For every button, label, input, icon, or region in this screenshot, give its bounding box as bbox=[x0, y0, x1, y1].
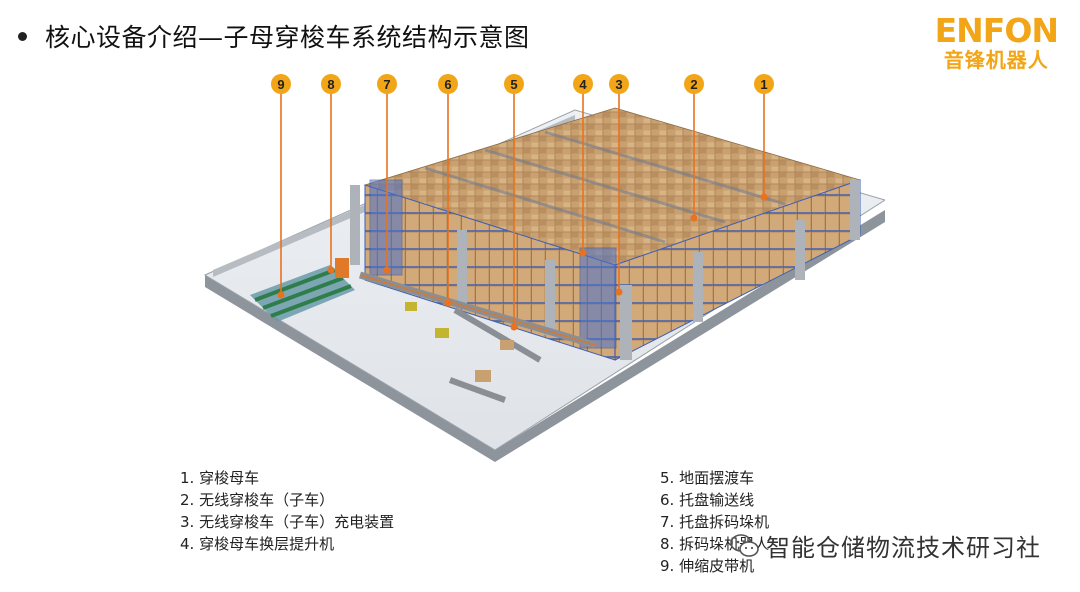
pillar bbox=[620, 285, 632, 360]
logo-english: ENFON bbox=[934, 11, 1059, 50]
lift-tower-right bbox=[579, 247, 617, 349]
brand-logo: ENFON 音锋机器人 bbox=[934, 11, 1059, 73]
forklift bbox=[405, 302, 417, 311]
legend-item: 9. 伸缩皮带机 bbox=[660, 557, 755, 575]
warehouse-svg: 9 8 7 6 5 4 3 2 bbox=[203, 74, 885, 462]
callout-badge-8: 8 bbox=[321, 74, 341, 94]
svg-text:6: 6 bbox=[444, 77, 451, 92]
svg-text:1: 1 bbox=[760, 77, 767, 92]
callout-dots bbox=[277, 193, 768, 331]
bullet-dot bbox=[18, 31, 27, 41]
svg-text:9: 9 bbox=[277, 77, 284, 92]
legend-item: 6. 托盘输送线 bbox=[660, 491, 755, 509]
legend-item: 7. 托盘拆码垛机 bbox=[660, 513, 770, 531]
pallet-load bbox=[475, 370, 491, 382]
watermark: 智能仓储物流技术研习社 bbox=[730, 528, 1041, 563]
rack-aisle bbox=[424, 166, 666, 244]
callout-badge-4: 4 bbox=[573, 74, 593, 94]
lift-tower-left bbox=[369, 179, 403, 276]
pillar bbox=[350, 185, 360, 265]
pillar bbox=[457, 230, 467, 305]
callout-badge-1: 1 bbox=[754, 74, 774, 94]
forklift bbox=[435, 328, 449, 338]
pillar bbox=[850, 180, 860, 240]
callout-badge-7: 7 bbox=[377, 74, 397, 94]
rack-aisle bbox=[484, 148, 726, 224]
pillar bbox=[545, 260, 555, 335]
legend-right: 5. 地面摆渡车 6. 托盘输送线 7. 托盘拆码垛机 8. 拆码垛机器人 9.… bbox=[660, 467, 769, 577]
callout-lines bbox=[280, 92, 765, 327]
belt-line bbox=[254, 268, 336, 302]
belt-line bbox=[270, 284, 352, 318]
svg-text:3: 3 bbox=[615, 77, 622, 92]
logo-chinese: 音锋机器人 bbox=[943, 48, 1049, 72]
svg-text:5: 5 bbox=[510, 77, 517, 92]
callout-badge-6: 6 bbox=[438, 74, 458, 94]
wechat-icon bbox=[730, 533, 759, 557]
legend-item: 3. 无线穿梭车（子车）充电装置 bbox=[180, 513, 395, 531]
warehouse-illustration: 9 8 7 6 5 4 3 2 bbox=[195, 70, 885, 462]
callout-badge-3: 3 bbox=[609, 74, 629, 94]
svg-text:4: 4 bbox=[579, 77, 587, 92]
pallet-load bbox=[500, 340, 514, 350]
pillar bbox=[795, 220, 805, 280]
legend-item: 2. 无线穿梭车（子车） bbox=[180, 491, 335, 509]
callout-badge-9: 9 bbox=[271, 74, 291, 94]
conveyor-line bbox=[359, 274, 596, 346]
conveyor-line bbox=[453, 307, 542, 363]
title-row: 核心设备介绍—子母穿梭车系统结构示意图 bbox=[10, 18, 530, 54]
rack-aisle bbox=[544, 130, 786, 206]
palletizing-robot bbox=[335, 258, 349, 278]
belt-line bbox=[262, 276, 344, 310]
watermark-text: 智能仓储物流技术研习社 bbox=[766, 534, 1041, 562]
svg-text:8: 8 bbox=[327, 77, 334, 92]
legend-item: 1. 穿梭母车 bbox=[180, 469, 260, 487]
svg-text:2: 2 bbox=[690, 77, 697, 92]
callout-badge-5: 5 bbox=[504, 74, 524, 94]
svg-text:7: 7 bbox=[383, 77, 390, 92]
legend-item: 4. 穿梭母车换层提升机 bbox=[180, 535, 335, 553]
legend-item: 5. 地面摆渡车 bbox=[660, 469, 755, 487]
page-title: 核心设备介绍—子母穿梭车系统结构示意图 bbox=[45, 23, 530, 52]
conveyor-line bbox=[448, 377, 507, 403]
callout-badge-2: 2 bbox=[684, 74, 704, 94]
pillar bbox=[693, 252, 703, 322]
legend-left: 1. 穿梭母车 2. 无线穿梭车（子车） 3. 无线穿梭车（子车）充电装置 4.… bbox=[180, 467, 394, 555]
